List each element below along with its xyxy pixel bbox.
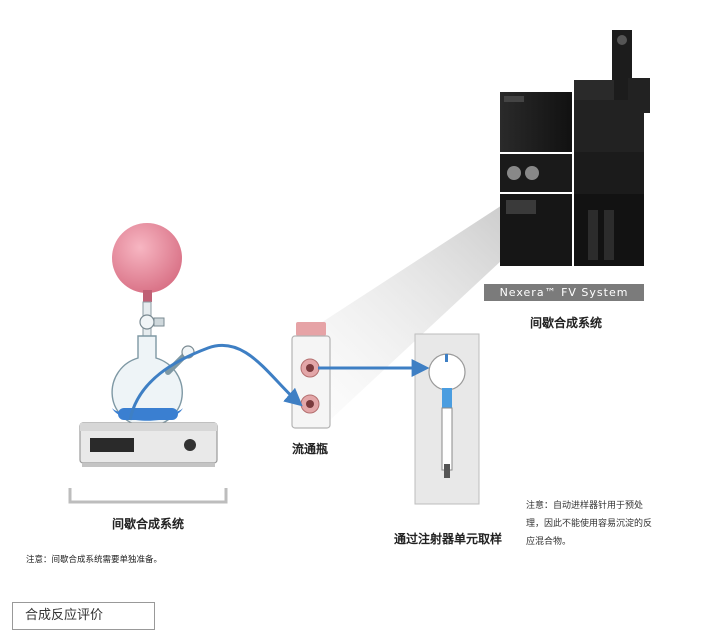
synthesis-evaluation-tab-label: 合成反应评价: [25, 608, 104, 623]
flow-bottle-label: 流通瓶: [292, 442, 329, 456]
nexera-system-label: 间歇合成系统: [530, 316, 603, 330]
batch-bracket: [68, 488, 228, 504]
tube-flask-to-bottle: [128, 343, 303, 421]
injector-panel: [414, 333, 480, 505]
autosampler-note: 注意：自动进样器针用于预处理，因此不能使用容易沉淀的反应混合物。: [526, 501, 653, 547]
nexera-banner: Nexera™ FV System: [484, 284, 644, 301]
synthesis-evaluation-tab[interactable]: 合成反应评价: [12, 602, 155, 630]
injector-sampling-label: 通过注射器单元取样: [394, 532, 503, 546]
batch-note: 注意：间歇合成系统需要单独准备。: [26, 555, 163, 565]
batch-system-label: 间歇合成系统: [112, 517, 185, 531]
flow-bottle: [291, 322, 331, 429]
nexera-instrument: [500, 30, 650, 266]
batch-apparatus: [79, 223, 218, 467]
light-beam: [310, 200, 545, 420]
balloon: [112, 223, 182, 293]
